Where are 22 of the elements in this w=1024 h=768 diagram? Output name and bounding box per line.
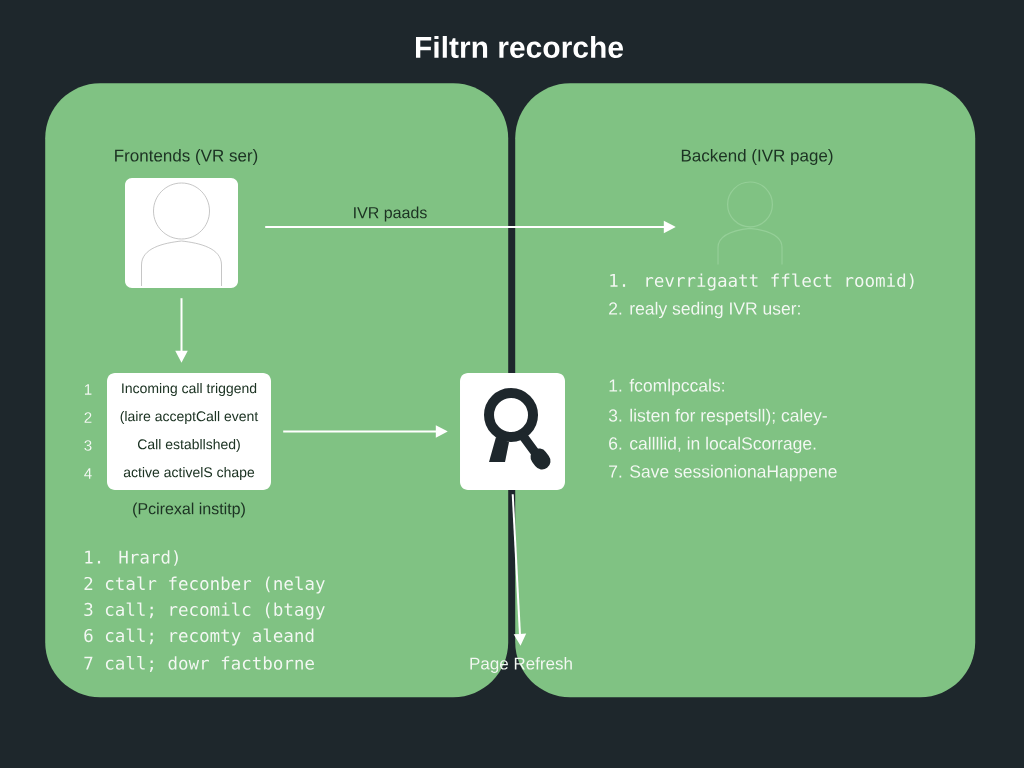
node-label: (Pcirexal institp) xyxy=(133,502,245,518)
list-item: 1. fcomlpccals: xyxy=(609,378,724,396)
edge-label: IVR paads xyxy=(354,206,427,222)
list-item: 2. realy seding IVR user: xyxy=(609,301,800,319)
list-number: 1 xyxy=(85,384,92,395)
list-item: 3 call; recomilc (btagy xyxy=(84,602,325,620)
list-item: 1. revrrigaatt fflect roomid) xyxy=(610,273,914,291)
list-item: 7 call; dowr factborne xyxy=(84,656,314,672)
list-item: 6 call; recomty aleand xyxy=(84,628,314,646)
list-item: 3. listen for respetsll); caley- xyxy=(608,408,827,426)
list-item: 2 ctalr feconber (nelay xyxy=(84,576,325,594)
list-number: 2 xyxy=(84,412,92,423)
panel-heading: Frontends (VR ser) xyxy=(115,149,258,165)
list-number: 4 xyxy=(84,468,92,479)
list-box: Incoming call triggend (laire acceptCall event Call establlshed) active activelS chape xyxy=(107,373,271,490)
title: Filtrn recorche xyxy=(416,36,623,58)
person-picture xyxy=(125,178,238,288)
list-item: 7. Save sessionionaHappene xyxy=(609,464,837,482)
panel-heading: Backend (IVR page) xyxy=(681,149,833,165)
list-item: 1. Hrard) xyxy=(85,550,178,566)
list-number: 3 xyxy=(84,440,92,451)
list-item: 6. callllid, in localScorrage. xyxy=(609,436,816,454)
